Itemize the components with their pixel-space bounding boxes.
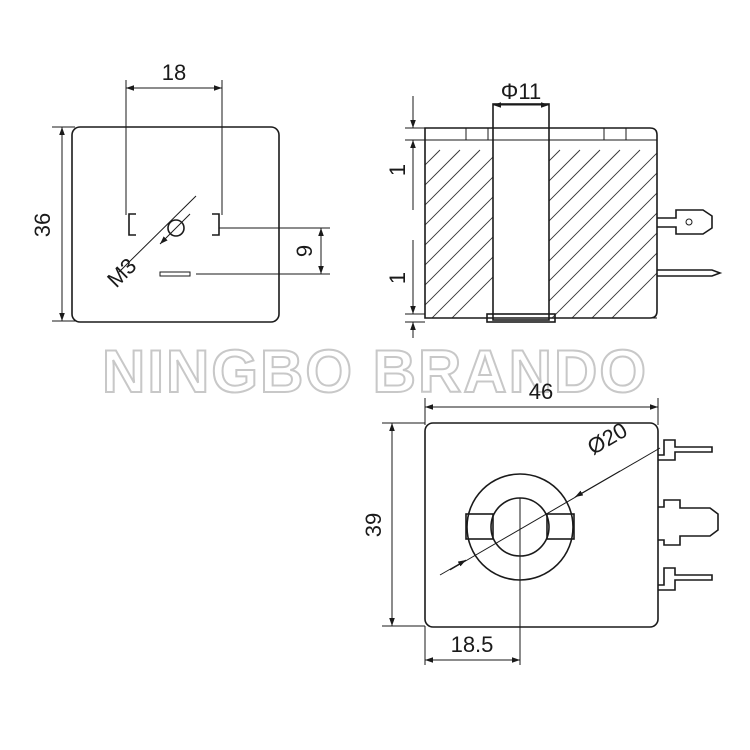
right-terminal-bracket xyxy=(212,213,220,236)
dim-18-label: 18 xyxy=(162,60,186,85)
plan-body-outline xyxy=(424,422,659,628)
dim-46-label: 46 xyxy=(529,379,553,404)
dim-1-top-label: 1 xyxy=(385,164,410,176)
side-terminal-upper xyxy=(657,209,713,235)
plan-view: 46 39 Ø20 18.5 xyxy=(361,379,719,665)
plan-terminal-bottom xyxy=(658,567,713,591)
ground-slot xyxy=(159,271,191,277)
section-body-outline xyxy=(424,127,658,319)
plan-terminal-top xyxy=(658,439,713,461)
plan-terminal-middle xyxy=(658,499,719,546)
dim-9-label: 9 xyxy=(292,245,317,257)
section-view: Φ11 1 1 xyxy=(385,79,723,338)
brand-watermark: NINGBO BRANDO xyxy=(102,338,648,405)
hatch-right xyxy=(549,149,657,318)
thread-m3-label: M3 xyxy=(102,253,141,292)
dim-phi11-label: Φ11 xyxy=(501,79,541,104)
screw-hole xyxy=(167,219,185,237)
dim-36-label: 36 xyxy=(30,213,55,237)
bore-tube xyxy=(492,103,550,321)
left-terminal-bracket xyxy=(128,213,136,236)
side-terminal-lower xyxy=(657,269,723,277)
dim-18-5-label: 18.5 xyxy=(451,632,494,657)
hatch-left xyxy=(425,149,493,318)
front-view: 18 36 M3 9 xyxy=(30,60,330,323)
dim-1-bottom-label: 1 xyxy=(385,272,410,284)
dim-39-label: 39 xyxy=(361,513,386,537)
front-body-outline xyxy=(71,126,280,323)
